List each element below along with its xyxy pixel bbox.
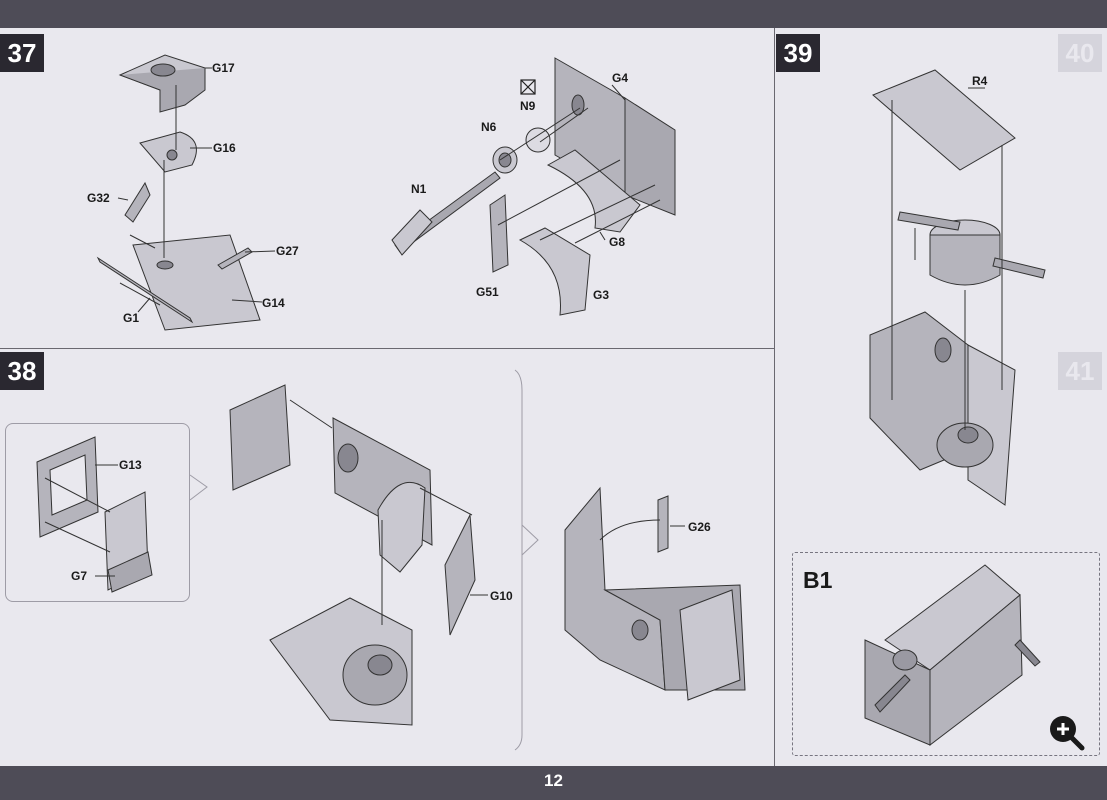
horizontal-divider bbox=[0, 348, 774, 349]
label-r4: R4 bbox=[972, 74, 988, 88]
part-g14 bbox=[132, 234, 261, 331]
label-b1: B1 bbox=[803, 567, 833, 593]
part-g7 bbox=[104, 491, 153, 593]
vertical-divider bbox=[774, 28, 775, 766]
step-39-badge: 39 bbox=[776, 34, 820, 72]
label-g14: G14 bbox=[262, 296, 285, 310]
label-g7: G7 bbox=[71, 569, 88, 583]
part-g3 bbox=[518, 227, 591, 316]
assembly-b1 bbox=[864, 564, 1041, 747]
label-g13: G13 bbox=[119, 458, 142, 472]
label-g8: G8 bbox=[609, 235, 626, 249]
label-g4: G4 bbox=[612, 71, 629, 85]
label-g51: G51 bbox=[476, 285, 499, 299]
label-g1: G1 bbox=[123, 311, 140, 325]
part-g16 bbox=[139, 131, 197, 173]
part-g8 bbox=[546, 149, 641, 233]
assembly-39 bbox=[869, 311, 1016, 506]
ghost-step-40: 40 bbox=[1058, 34, 1102, 72]
b1-result-box bbox=[792, 552, 1100, 756]
label-n9: N9 bbox=[520, 99, 536, 113]
label-g16: G16 bbox=[213, 141, 236, 155]
part-r4 bbox=[872, 69, 1016, 171]
part-n1 bbox=[391, 171, 501, 256]
no-glue-icon bbox=[520, 79, 536, 95]
part-g26 bbox=[657, 495, 669, 553]
label-g10: G10 bbox=[490, 589, 513, 603]
label-g3: G3 bbox=[593, 288, 610, 302]
part-g51 bbox=[489, 194, 509, 273]
page-number: 12 bbox=[544, 771, 563, 790]
step-38-badge: 38 bbox=[0, 352, 44, 390]
part-g10 bbox=[444, 513, 476, 636]
label-n1: N1 bbox=[411, 182, 427, 196]
step-38-inset bbox=[5, 423, 190, 602]
label-g17: G17 bbox=[212, 61, 235, 75]
ghost-step-41: 41 bbox=[1058, 352, 1102, 390]
label-g27: G27 bbox=[276, 244, 299, 258]
top-bar bbox=[0, 0, 1107, 28]
assembly-38-result bbox=[564, 486, 746, 701]
part-n9 bbox=[525, 127, 551, 153]
turret-39 bbox=[897, 211, 1046, 286]
label-g32: G32 bbox=[87, 191, 110, 205]
bottom-bar: 12 bbox=[0, 766, 1107, 800]
label-n6: N6 bbox=[481, 120, 497, 134]
part-g13 bbox=[36, 436, 99, 538]
part-g32 bbox=[124, 181, 151, 223]
door-panel bbox=[229, 384, 291, 491]
step-37-badge: 37 bbox=[0, 34, 44, 72]
zoom-icon[interactable] bbox=[1046, 712, 1086, 752]
assembly-38 bbox=[332, 417, 433, 573]
base-38 bbox=[269, 597, 413, 726]
part-g1 bbox=[96, 256, 194, 324]
label-g26: G26 bbox=[688, 520, 711, 534]
part-g17 bbox=[118, 54, 207, 113]
